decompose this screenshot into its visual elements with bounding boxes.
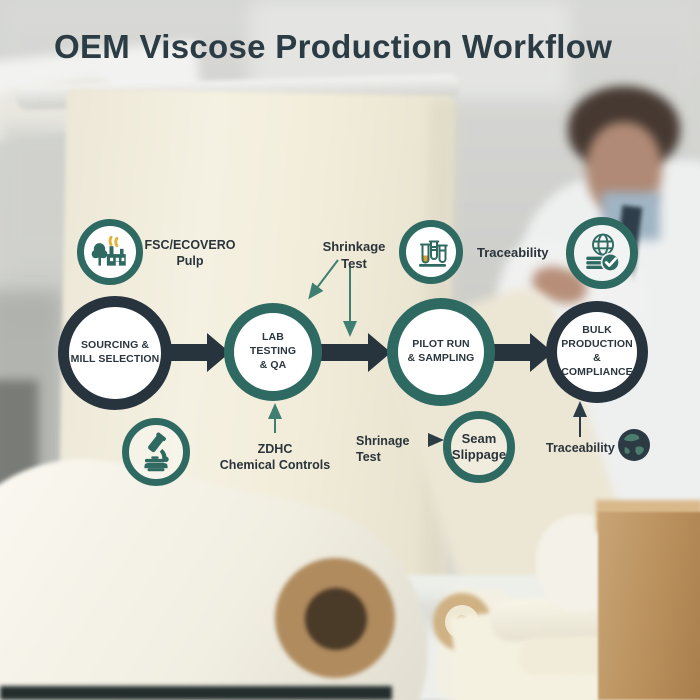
globe-check-icon <box>586 233 620 273</box>
step-label: PILOT RUN & SAMPLING <box>407 338 475 364</box>
seam-slippage-badge: Seam Slippage <box>443 411 515 483</box>
step-label: SOURCING & MILL SELECTION <box>70 339 160 365</box>
machine-strip-bottom <box>0 686 392 700</box>
shrinkage-test-top-label: Shrinkage Test <box>322 239 386 271</box>
cardboard-box <box>598 512 700 700</box>
microscope-icon <box>144 432 169 472</box>
step-label: LAB TESTING & QA <box>249 331 297 371</box>
page-title: OEM Viscose Production Workflow <box>54 28 613 65</box>
fsc-pulp-label: FSC/ECOVERO Pulp <box>144 238 236 268</box>
compliance-globe-badge <box>566 217 638 289</box>
microscope-badge <box>122 418 190 486</box>
workflow-step-lab-testing: LAB TESTING & QA <box>224 303 322 401</box>
big-roll-core-hole <box>305 588 367 650</box>
tree-factory-icon <box>91 235 126 266</box>
step-label: BULK PRODUCTION & COMPLIANCE <box>561 324 633 378</box>
fsc-pulp-badge <box>77 219 143 285</box>
seam-slippage-label: Seam Slippage <box>451 430 507 462</box>
globe-icon <box>618 429 650 461</box>
test-tubes-icon <box>419 240 448 267</box>
lab-tubes-badge <box>399 220 463 284</box>
traceability-top-label: Traceability <box>477 245 549 260</box>
shrinage-test-bottom-label: Shrinage Test <box>356 434 410 464</box>
workflow-step-sourcing: SOURCING & MILL SELECTION <box>58 296 172 410</box>
workflow-step-pilot-run: PILOT RUN & SAMPLING <box>387 298 495 406</box>
workflow-step-bulk-production: BULK PRODUCTION & COMPLIANCE <box>546 301 648 403</box>
traceability-bottom-label: Traceability <box>546 441 615 455</box>
zdhc-label: ZDHC Chemical Controls <box>219 442 331 472</box>
dark-globe-badge <box>616 427 652 463</box>
